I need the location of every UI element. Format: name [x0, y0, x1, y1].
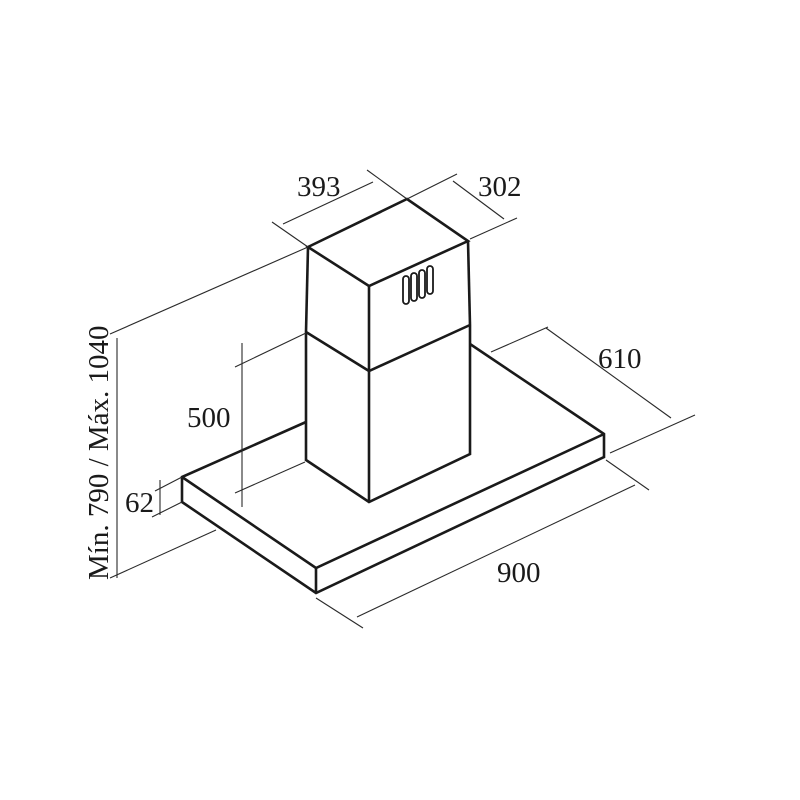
label-total-height: Mín. 790 / Máx. 1040	[83, 325, 115, 580]
dimension-chimney-depth: 302	[406, 171, 522, 240]
dimension-hood-thickness: 62	[125, 476, 183, 519]
hood-canopy	[180, 342, 606, 595]
dimension-chimney-width: 393	[271, 169, 408, 248]
label-393: 393	[297, 171, 341, 203]
dimension-hood-width: 900	[315, 459, 650, 629]
label-500: 500	[187, 402, 231, 434]
label-302: 302	[478, 171, 522, 203]
upper-chimney	[304, 197, 472, 371]
dimension-total-height: Mín. 790 / Máx. 1040	[83, 246, 309, 580]
vent-slots-icon	[402, 265, 434, 305]
label-900: 900	[497, 557, 541, 589]
dimension-lower-chimney-height: 500	[187, 332, 307, 507]
label-610: 610	[598, 343, 642, 375]
label-62: 62	[125, 487, 154, 519]
dimension-hood-depth: 610	[490, 326, 696, 454]
lower-chimney	[304, 323, 472, 504]
